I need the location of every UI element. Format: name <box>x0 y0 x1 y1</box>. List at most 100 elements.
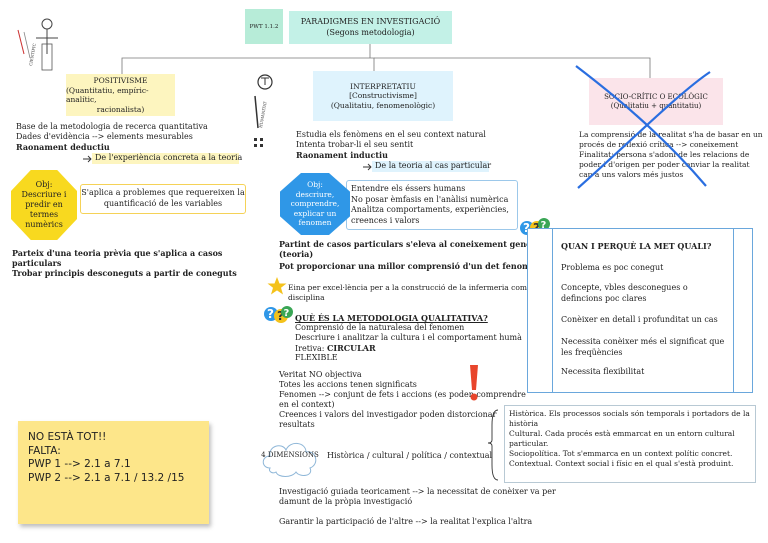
detail-line: Analitza comportaments, experiències, <box>351 205 509 214</box>
apply-line: S'aplica a problemes que requereixen la <box>81 188 245 197</box>
cloud-icon <box>262 443 317 477</box>
interpretatiu-sub1: [Constructivisme] <box>349 91 417 101</box>
star-icon <box>267 277 287 295</box>
svg-text:?: ? <box>277 309 284 323</box>
guarantee-line: Garantir la participació de l'altre --> … <box>279 517 533 526</box>
obj-line: predir en <box>25 200 63 209</box>
dimensions-detail-box: Històrica. Els processos socials són tem… <box>504 405 756 483</box>
obj-line: Descriure i <box>21 190 67 199</box>
title-line1: PARADIGMES EN INVESTIGACIÓ <box>300 17 441 26</box>
obj-line: termes <box>29 210 59 219</box>
title-line2: (Segons metodologia) <box>326 27 415 37</box>
detail-line: No posar èmfasis en l'anàlisi numèrica <box>351 194 509 204</box>
quali-inner: QUAN I PERQUÈ LA MET QUALI? Problema es … <box>552 229 734 392</box>
exclamation-icon <box>470 365 478 401</box>
obj-line: numèrics <box>25 220 63 229</box>
dimension-line: Històrica. Els processos socials són tem… <box>509 409 750 418</box>
svg-text:?: ? <box>267 307 274 321</box>
quali-item: Problema es poc conegut <box>561 263 664 272</box>
arrow-right-icon <box>363 163 372 171</box>
interpretatiu-bold: (teoria) <box>279 249 314 259</box>
apply-line: quantificació de les variables <box>103 198 223 208</box>
socio-subtitle: (Qualitatiu + quantitatiu) <box>610 101 702 110</box>
interpretatiu-title: INTERPRETATIU <box>350 81 416 91</box>
interpretatiu-detail-box: Entendre els éssers humans No posar èmfa… <box>346 180 518 230</box>
detail-line: creences i valors <box>351 215 420 225</box>
obj-line: Obj: <box>307 180 323 190</box>
cross-out-mark <box>575 65 711 189</box>
positivisme-title: POSITIVISME <box>93 76 148 85</box>
dimensions-label: 4 DIMENSIONS <box>261 451 319 459</box>
question-marks-icon: ? ? ? <box>264 306 293 323</box>
list-line: Fenomen --> conjunt de fets i accions (e… <box>279 390 526 399</box>
svg-text:?: ? <box>284 308 290 319</box>
positivisme-line: Dades d'evidència --> elements mesurable… <box>16 132 193 141</box>
obj-line: Obj: <box>35 180 53 189</box>
arrow-right-icon <box>83 155 92 163</box>
positivisme-direction: De l'experiència concreta a la teoria <box>92 153 242 164</box>
positivisme-bottom: particulars <box>12 258 62 268</box>
socio-title: SOCIO-CRÍTIC O ECOLÒGIC <box>604 92 708 101</box>
dimension-line: particular. <box>509 439 549 448</box>
quali-line: Comprensió de la naturalesa del fenomen <box>295 323 465 332</box>
interpretatiu-direction: De la teoria al cas particular <box>372 161 491 172</box>
quali-line: Descriure i analitzar la cultura i el co… <box>295 333 522 342</box>
list-line: Creences i valors del investigador poden… <box>279 410 497 419</box>
doodle-person-icon: HUMANITAT <box>254 74 273 147</box>
flexible-line: FLEXIBLE <box>295 353 338 362</box>
socio-line: poder i d'origen per poder canviar la re… <box>579 160 750 169</box>
svg-text:HUMANITAT: HUMANITAT <box>258 101 268 129</box>
quali-when-why-box: QUAN I PERQUÈ LA MET QUALI? Problema es … <box>527 228 753 393</box>
iterativa-label: Iretiva: <box>295 344 328 353</box>
interpretatiu-objective: Obj: descriure, comprendre, explicar un … <box>280 173 350 235</box>
star-line: disciplina <box>288 293 325 302</box>
quali-title: QUAN I PERQUÈ LA MET QUALI? <box>561 241 712 251</box>
list-line: resultats <box>279 420 315 429</box>
guided-line: damunt de la pròpia investigació <box>279 497 413 506</box>
iterativa-line: Iretiva: CIRCULAR <box>295 343 376 355</box>
interpretatiu-reasoning: Raonament inductiu <box>296 150 388 160</box>
positivisme-bottom: Trobar principis desconeguts a partir de… <box>12 268 237 278</box>
quali-item: Necessita conèixer més el significat que… <box>561 337 725 357</box>
list-line: Veritat NO objectiva <box>279 370 362 379</box>
interpretatiu-bold: Partint de casos particulars s'eleva al … <box>279 239 544 249</box>
positivisme-subtitle-2: racionalista) <box>96 104 145 114</box>
positivisme-reasoning: Raonament deductiu <box>16 142 110 152</box>
socio-line: Finalitat: persona s'adoni de les relaci… <box>579 150 750 159</box>
star-line: Eina per excel·lència per a la construcc… <box>288 283 534 292</box>
interpretatiu-line: Estudia els fenòmens en el seu context n… <box>296 130 486 139</box>
socio-line: La comprensió de la realitat s'ha de bas… <box>579 130 763 139</box>
positivisme-line: Base de la metodologia de recerca quanti… <box>16 122 208 131</box>
sticky-line: PWP 1 --> 2.1 a 7.1 <box>28 458 131 470</box>
quali-item: Necessita flexibilitat <box>561 367 645 376</box>
dimension-line: història <box>509 419 539 428</box>
sticky-line: PWP 2 --> 2.1 a 7.1 / 13.2 /15 <box>28 471 185 484</box>
obj-line: explicar un <box>293 208 337 218</box>
dimensions-text: Històrica / cultural / política / contex… <box>327 451 493 460</box>
interpretatiu-sub2: (Qualitatiu, fenomenològic) <box>330 100 436 110</box>
socio-line: cap a uns valors més justos <box>579 170 684 179</box>
list-line: Totes les accions tenen significats <box>279 380 417 389</box>
sticky-line: FALTA: <box>28 444 61 457</box>
code-badge: PWT 1.1.2 <box>245 9 283 44</box>
dimension-line: Cultural. Cada procés està emmarcat en u… <box>509 429 735 438</box>
positivisme-apply-box: S'aplica a problemes que requereixen la … <box>80 184 246 214</box>
main-title: PARADIGMES EN INVESTIGACIÓ (Segons metod… <box>289 11 452 44</box>
positivisme-objective: Obj: Descriure i predir en termes numèri… <box>11 170 77 240</box>
socio-line: procés de reflexió crítica --> coneixeme… <box>579 140 739 149</box>
interpretatiu-line: Intenta trobar-li el seu sentit <box>296 140 414 149</box>
dimension-line: Contextual. Context social i físic en el… <box>509 459 734 468</box>
obj-line: fenomen <box>298 218 332 228</box>
doodle-person-icon: CIENTIFIC <box>17 18 58 71</box>
quali-item: Conèixer en detall i profunditat un cas <box>561 315 718 324</box>
svg-text:?: ? <box>523 221 530 235</box>
positivisme-bottom: Parteix d'una teoria prèvia que s'aplica… <box>12 248 223 258</box>
interpretatiu-header: INTERPRETATIU [Constructivisme] (Qualita… <box>313 71 453 121</box>
positivisme-subtitle: (Quantitatiu, empíric-analític, <box>66 85 149 105</box>
iterativa-value: CIRCULAR <box>327 343 376 353</box>
quali-question: QUÈ ÉS LA METODOLOGIA QUALITATIVA? <box>295 313 488 323</box>
quali-item: Concepte, vbles desconegues o defincions… <box>561 283 688 303</box>
sticky-line: NO ESTÀ TOT!! <box>28 431 107 443</box>
obj-line: descriure, <box>295 189 335 199</box>
